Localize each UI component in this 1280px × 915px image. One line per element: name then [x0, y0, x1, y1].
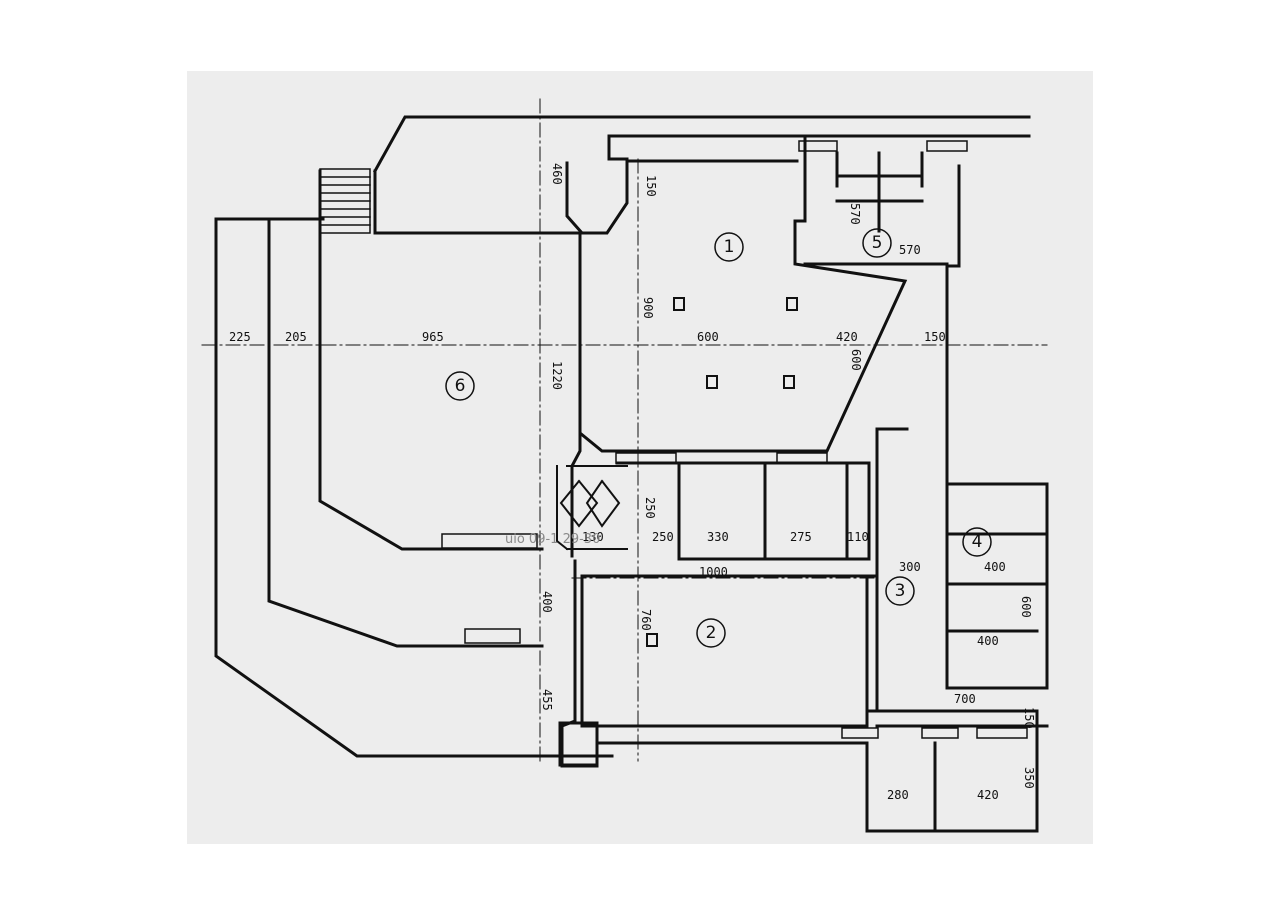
axis-lines	[201, 98, 1048, 762]
room-1-walls	[565, 134, 908, 453]
room-markers	[445, 228, 992, 648]
corridor-walls	[865, 269, 1049, 713]
room-4-walls	[865, 482, 1049, 833]
dim-420-mid: 420	[836, 330, 858, 344]
columns	[646, 297, 798, 647]
room-6-circle	[445, 371, 475, 401]
dim-400-left: 400	[540, 591, 554, 613]
room-numbers: 1 2 3 4 5 6	[455, 233, 983, 643]
room-5-walls	[803, 134, 1031, 428]
room-5-circle	[862, 228, 892, 258]
room-1-number: 1	[724, 237, 735, 257]
dim-110: 110	[847, 530, 869, 544]
dim-400-room4: 400	[984, 560, 1006, 574]
dim-330: 330	[707, 530, 729, 544]
room-2-circle	[696, 618, 726, 648]
dim-300: 300	[899, 560, 921, 574]
terrace-outline	[214, 217, 614, 758]
dim-600: 600	[697, 330, 719, 344]
dim-700: 700	[954, 692, 976, 706]
dim-130: 130	[582, 530, 604, 544]
dim-455: 455	[540, 689, 554, 711]
room-2-walls	[558, 559, 869, 768]
dim-250-vert: 250	[643, 497, 657, 519]
entry-stairs	[319, 168, 538, 644]
plan-sheet: 1 2 3 4 5 6 460 150 570 570 225 205 965 …	[187, 71, 1093, 844]
dim-570: 570	[899, 243, 921, 257]
floor-plan: 1 2 3 4 5 6 460 150 570 570 225 205 965 …	[201, 98, 1049, 833]
dim-275: 275	[790, 530, 812, 544]
room-4-number: 4	[972, 532, 983, 552]
middle-band-walls	[580, 449, 879, 578]
room-6-number: 6	[455, 376, 466, 396]
dim-965: 965	[422, 330, 444, 344]
room-3-circle	[885, 576, 915, 606]
dim-570-small: 570	[848, 203, 862, 225]
dim-600-right: 600	[1019, 596, 1033, 618]
dim-420-bottom: 420	[977, 788, 999, 802]
room-1-circle	[714, 232, 744, 262]
dim-150-right: 150	[924, 330, 946, 344]
entry-hall	[556, 465, 628, 551]
room-5-number: 5	[872, 233, 883, 253]
room-2-number: 2	[706, 623, 717, 643]
dim-250: 250	[652, 530, 674, 544]
watermark-text: uio 09-1 29-30	[505, 532, 600, 547]
dim-350: 350	[1022, 767, 1036, 789]
room-3-number: 3	[895, 581, 906, 601]
dimension-labels: 460 150 570 570 225 205 965 900 600 420 …	[229, 163, 1036, 802]
dim-900: 900	[641, 297, 655, 319]
dim-600-diag: 600	[849, 349, 863, 371]
dim-400-low: 400	[977, 634, 999, 648]
dim-280: 280	[887, 788, 909, 802]
room-4-circle	[962, 527, 992, 557]
dim-1000: 1000	[699, 565, 728, 579]
dim-1220: 1220	[550, 361, 564, 390]
dim-760: 760	[639, 609, 653, 631]
windows	[615, 140, 1028, 739]
dim-150-low: 150	[1022, 707, 1036, 729]
dim-205: 205	[285, 330, 307, 344]
dim-225: 225	[229, 330, 251, 344]
dim-150-top: 150	[644, 175, 658, 197]
dim-460: 460	[550, 163, 564, 185]
